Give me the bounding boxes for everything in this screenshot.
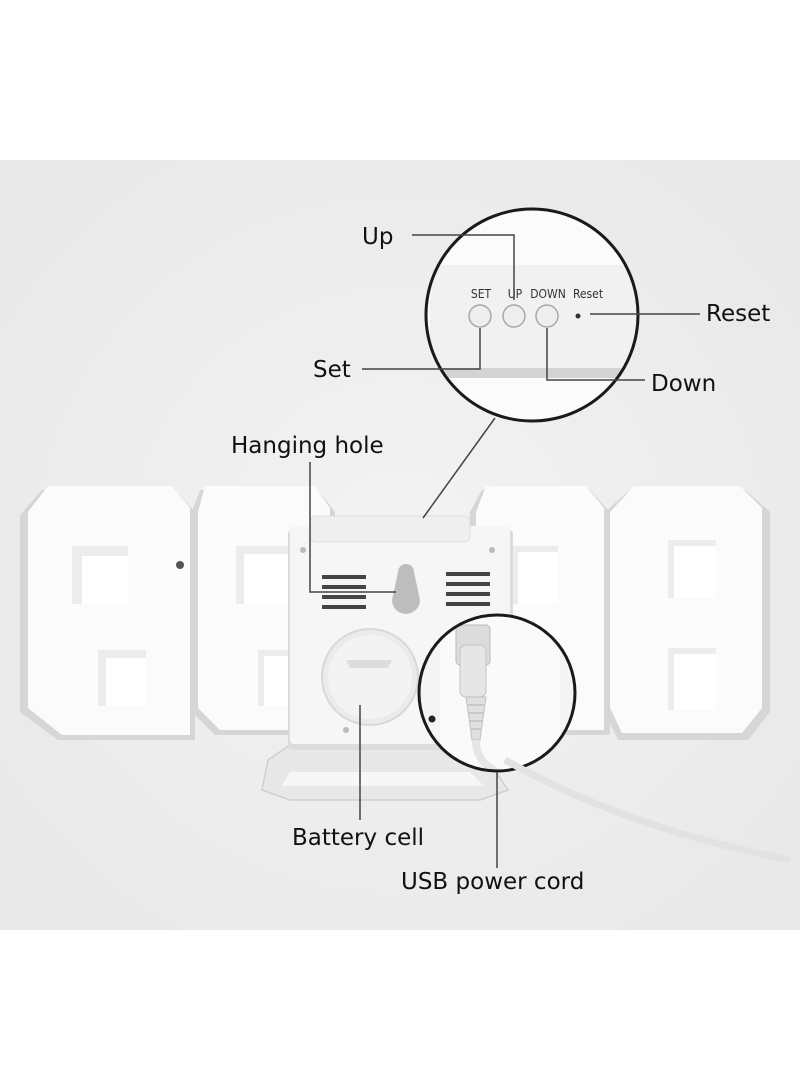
right-digit-segment <box>605 486 770 740</box>
usb-cable <box>503 756 791 864</box>
usb-plug-icon <box>455 624 521 771</box>
left-digit-segment <box>20 486 211 740</box>
set-button[interactable] <box>468 304 492 328</box>
battery-cover <box>321 628 419 726</box>
down-button[interactable] <box>535 304 559 328</box>
down-button-label: DOWN <box>530 287 566 301</box>
usb-magnifier <box>417 613 577 773</box>
battery-cell-callout: Battery cell <box>292 825 424 851</box>
hanging-hole-callout: Hanging hole <box>231 433 384 459</box>
up-button-label: UP <box>508 287 523 301</box>
button-magnifier: SET UP DOWN Reset <box>424 207 640 423</box>
screw-icon <box>176 561 184 569</box>
leader-lines <box>309 234 700 868</box>
reset-button-label: Reset <box>573 287 603 301</box>
down-callout: Down <box>651 371 716 397</box>
vent-slots-right <box>446 572 490 606</box>
vent-slots-left <box>322 575 366 609</box>
hanging-hole <box>392 564 420 614</box>
up-callout: Up <box>362 224 393 250</box>
up-button[interactable] <box>502 304 526 328</box>
set-callout: Set <box>313 357 351 383</box>
reset-pinhole[interactable] <box>575 313 581 319</box>
reset-callout: Reset <box>706 301 770 327</box>
usb-power-cord-callout: USB power cord <box>401 869 584 895</box>
set-button-label: SET <box>471 287 492 301</box>
